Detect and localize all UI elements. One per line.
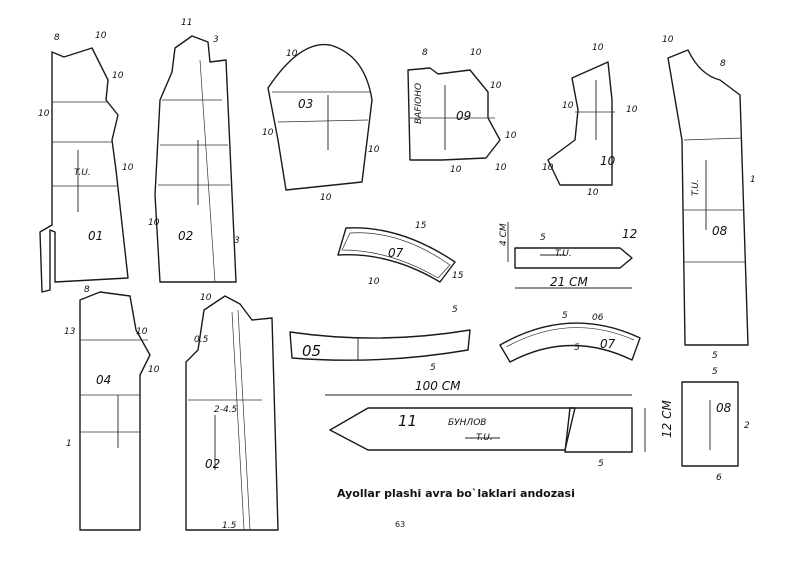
piece-03-label: 10 — [320, 193, 332, 203]
piece-04-number: 04 — [96, 373, 111, 387]
piece-05-label: 5 — [452, 305, 458, 315]
piece-02-lower-label: 2-4.5 — [214, 405, 238, 415]
piece-04-label: 10 — [148, 365, 160, 375]
piece-02-label: 11 — [181, 18, 192, 28]
piece-02-number: 02 — [178, 229, 193, 243]
piece-02-label: 3 — [234, 236, 240, 246]
piece-09-side-text: BAFIOHO — [414, 83, 424, 124]
piece-09-number: 09 — [456, 109, 471, 123]
piece-01: T.U. 01 8 10 10 10 10 — [38, 31, 134, 293]
piece-02-lower: 02 10 0.5 2-4.5 1.5 — [185, 293, 279, 531]
piece-05: 05 5 5 — [289, 305, 471, 373]
piece-09-label: 10 — [505, 131, 517, 141]
piece-12-height-dim: 4 CM — [499, 223, 509, 246]
piece-12-number: 12 — [622, 227, 637, 241]
piece-01-label: 10 — [38, 109, 50, 119]
piece-10: 10 10 10 10 10 10 — [542, 43, 638, 198]
piece-02-lower-label: 1.5 — [222, 521, 237, 531]
piece-09: 09 BAFIOHO 8 10 10 10 10 10 — [407, 48, 517, 175]
piece-08-tall-label: 5 — [712, 351, 718, 361]
page-number: 63 — [395, 520, 406, 529]
piece-08-small-number: 08 — [716, 401, 732, 415]
piece-02: 02 11 3 10 3 — [148, 18, 240, 283]
piece-08-small-label: 6 — [716, 473, 722, 483]
piece-07-second-number: 07 — [600, 337, 616, 351]
piece-05-number: 05 — [302, 342, 321, 360]
piece-10-label: 10 — [626, 105, 638, 115]
piece-12-label: 5 — [540, 233, 546, 243]
piece-07-collar-label: 10 — [368, 277, 380, 287]
piece-04-label: 8 — [84, 285, 90, 295]
piece-07-second-label: 5 — [562, 311, 568, 321]
piece-03-number: 03 — [298, 97, 313, 111]
piece-04-label: 10 — [136, 327, 148, 337]
piece-02-label: 3 — [213, 35, 219, 45]
grain-mark: T.U. — [691, 179, 701, 196]
piece-10-label: 10 — [562, 101, 574, 111]
piece-07-second: 07 5 06 5 — [499, 311, 641, 363]
piece-12-width-dim: 21 CM — [550, 275, 588, 289]
piece-03: 03 10 10 10 10 — [262, 43, 380, 203]
piece-07-collar-number: 07 — [388, 246, 404, 260]
piece-04-label: 13 — [64, 327, 76, 337]
piece-10-label: 10 — [587, 188, 599, 198]
figure-caption: Ayollar plashi avra bo`laklari andozasi — [337, 487, 575, 500]
piece-02-label: 10 — [148, 218, 160, 228]
piece-03-label: 10 — [368, 145, 380, 155]
piece-08-tall-label: 8 — [720, 59, 726, 69]
piece-02-lower-number: 02 — [205, 457, 220, 471]
piece-09-label: 8 — [422, 48, 428, 58]
piece-08-small-label: 5 — [712, 367, 718, 377]
piece-10-label: 10 — [592, 43, 604, 53]
piece-01-label: 8 — [54, 33, 60, 43]
grain-mark: T.U. — [476, 433, 493, 443]
piece-07-second-label: 5 — [574, 343, 580, 353]
piece-08-tall-number: 08 — [712, 224, 728, 238]
piece-07-collar: 07 15 15 10 — [337, 221, 464, 287]
piece-11: 100 CM 12 CM 11 БУНЛОВ T.U. 5 — [325, 379, 674, 469]
piece-05-label: 5 — [430, 363, 436, 373]
piece-03-label: 10 — [286, 49, 298, 59]
piece-01-number: 01 — [88, 229, 103, 243]
piece-12: 4 CM 21 CM 12 5 T.U. — [499, 222, 637, 289]
piece-03-label: 10 — [262, 128, 274, 138]
piece-04: 04 8 13 10 10 1 — [64, 285, 160, 531]
piece-09-label: 10 — [450, 165, 462, 175]
piece-02-lower-label: 0.5 — [194, 335, 209, 345]
piece-09-label: 10 — [470, 48, 482, 58]
piece-10-label: 10 — [542, 163, 554, 173]
piece-08-small: 08 5 2 6 — [681, 367, 750, 483]
piece-08-tall-label: 1 — [750, 175, 756, 185]
piece-08-tall-label: 10 — [662, 35, 674, 45]
piece-11-number: 11 — [398, 412, 417, 430]
piece-11-width-dim: 100 CM — [415, 379, 461, 393]
piece-11-label: 5 — [598, 459, 604, 469]
piece-09-label: 10 — [495, 163, 507, 173]
piece-07-collar-label: 15 — [452, 271, 464, 281]
piece-07-second-label: 06 — [592, 313, 604, 323]
piece-01-label: 10 — [122, 163, 134, 173]
piece-11-height-dim: 12 CM — [660, 400, 674, 438]
piece-11-text: БУНЛОВ — [448, 418, 486, 428]
piece-09-label: 10 — [490, 81, 502, 91]
grain-mark: T.U. — [74, 168, 91, 178]
piece-10-number: 10 — [600, 154, 616, 168]
piece-08-tall: T.U. 08 10 8 1 5 — [662, 35, 756, 361]
piece-04-label: 1 — [66, 439, 72, 449]
grain-mark: T.U. — [555, 249, 572, 259]
piece-01-label: 10 — [95, 31, 107, 41]
piece-08-small-label: 2 — [744, 421, 750, 431]
piece-01-label: 10 — [112, 71, 124, 81]
piece-02-lower-label: 10 — [200, 293, 212, 303]
piece-07-collar-label: 15 — [415, 221, 427, 231]
